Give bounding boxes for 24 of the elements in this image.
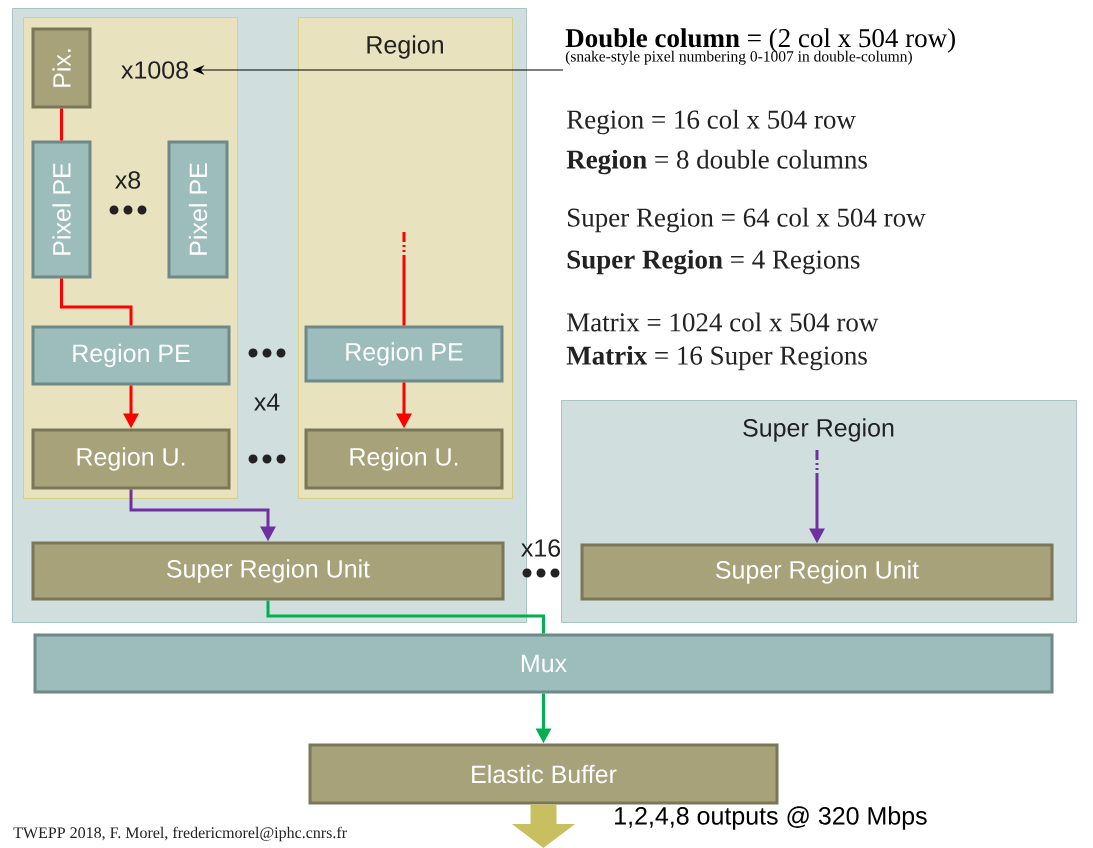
definition-text: Double column = (2 col x 504 row) (snake-style pixel numbering 0-1007 in double-column): [565, 28, 955, 65]
pixel-box: Pix.: [31, 27, 92, 109]
footer-text: TWEPP 2018, F. Morel, fredericmorel@iphc.cnrs.fr: [13, 826, 347, 842]
super-region-unit-box: Super Region Unit: [31, 541, 505, 601]
multiplier-label: x16: [521, 539, 561, 557]
region-pe-box: Region PE: [304, 325, 504, 383]
definition-text: Super Region = 64 col x 504 row: [568, 207, 926, 233]
region-pe-box: Region PE: [31, 325, 231, 386]
pixel-pe-box: Pixel PE: [31, 140, 92, 279]
multiplier-label: x4: [254, 393, 280, 411]
elastic-buffer-box: Elastic Buffer: [308, 743, 779, 805]
mux-box: Mux: [33, 633, 1054, 694]
definition-text: Region = 8 double columns: [566, 149, 867, 175]
multiplier-label: x1008: [121, 61, 188, 79]
pixel-pe-box: Pixel PE: [167, 140, 229, 279]
super-region-unit-box: Super Region Unit: [580, 543, 1054, 601]
definition-text: Matrix = 1024 col x 504 row: [567, 312, 879, 332]
region-unit-box: Region U.: [31, 428, 231, 490]
multiplier-label: x8: [115, 171, 141, 189]
definition-text: Region = 16 col x 504 row: [567, 109, 856, 135]
region-unit-box: Region U.: [304, 428, 504, 490]
definition-text: Super Region = 4 Regions: [567, 249, 860, 275]
definition-text: Matrix = 16 Super Regions: [566, 345, 867, 371]
edge-label: 1,2,4,8 outputs @ 320 Mbps: [612, 805, 929, 831]
